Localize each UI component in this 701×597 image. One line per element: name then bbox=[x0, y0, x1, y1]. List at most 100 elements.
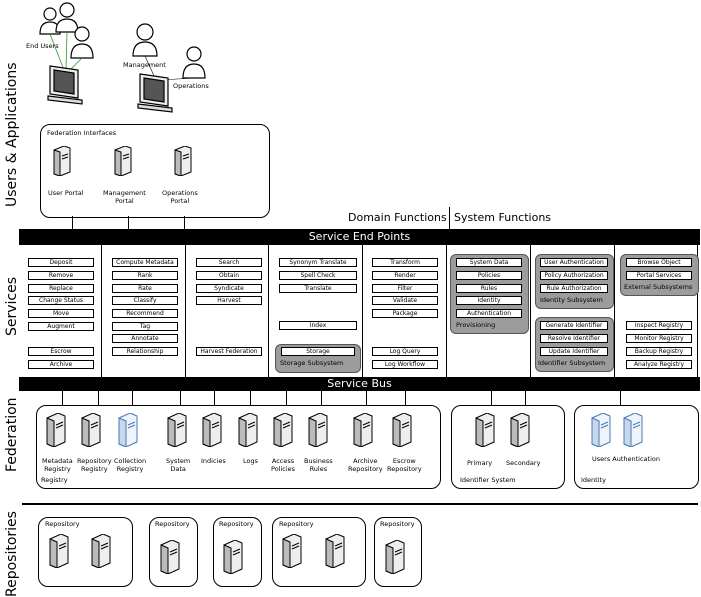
service-translate[interactable]: Translate bbox=[279, 284, 357, 293]
side-label-federation: Federation bbox=[4, 397, 20, 472]
fed-label-secondary: Secondary bbox=[506, 459, 541, 467]
service-package[interactable]: Package bbox=[372, 309, 438, 318]
fed-label-repository-registry: Repository Registry bbox=[77, 457, 112, 473]
system-functions-header: System Functions bbox=[454, 211, 552, 224]
service-rate[interactable]: Rate bbox=[112, 284, 178, 293]
service-obtain[interactable]: Obtain bbox=[196, 271, 262, 280]
service-augment[interactable]: Augment bbox=[28, 322, 94, 331]
service-analyze-registry[interactable]: Analyze Registry bbox=[626, 360, 692, 369]
repository-label: Repository bbox=[219, 520, 254, 528]
service-syndicate[interactable]: Syndicate bbox=[196, 284, 262, 293]
service-compute-metadata[interactable]: Compute Metadata bbox=[112, 258, 178, 267]
server-icon bbox=[46, 413, 66, 447]
server-icon bbox=[325, 534, 345, 568]
management-portal-label: Management Portal bbox=[103, 189, 146, 205]
section-divider bbox=[22, 503, 698, 505]
federation-interfaces-title: Federation Interfaces bbox=[47, 129, 117, 137]
service-inspect-registry[interactable]: Inspect Registry bbox=[626, 321, 692, 330]
service-transform[interactable]: Transform bbox=[372, 258, 438, 267]
repository-label: Repository bbox=[45, 520, 80, 528]
service-log-workflow[interactable]: Log Workflow bbox=[372, 360, 438, 369]
repository-label: Repository bbox=[279, 520, 314, 528]
service-spell-check[interactable]: Spell Check bbox=[279, 271, 357, 280]
server-icon bbox=[623, 413, 643, 447]
service-index[interactable]: Index bbox=[279, 321, 357, 330]
operations-label: Operations bbox=[173, 82, 209, 90]
service-portal-services[interactable]: Portal Services bbox=[626, 271, 692, 280]
service-search[interactable]: Search bbox=[196, 258, 262, 267]
service-filter[interactable]: Filter bbox=[372, 284, 438, 293]
service-rules[interactable]: Rules bbox=[456, 284, 522, 293]
service-backup-registry[interactable]: Backup Registry bbox=[626, 347, 692, 356]
repository-panel: Repository bbox=[38, 517, 133, 587]
fed-label-access-policies: Access Policies bbox=[271, 457, 296, 473]
service-monitor-registry[interactable]: Monitor Registry bbox=[626, 334, 692, 343]
fed-label-indicies: Indicies bbox=[201, 457, 226, 465]
server-icon bbox=[591, 413, 611, 447]
service-rank[interactable]: Rank bbox=[112, 271, 178, 280]
server-icon bbox=[392, 413, 412, 447]
server-icon bbox=[167, 413, 187, 447]
service-identity[interactable]: Identity bbox=[456, 296, 522, 305]
side-label-repositories: Repositories bbox=[4, 511, 20, 597]
service-resolve-identifier[interactable]: Resolve Identifier bbox=[540, 334, 608, 343]
service-render[interactable]: Render bbox=[372, 271, 438, 280]
service-remove[interactable]: Remove bbox=[28, 271, 94, 280]
fed-label-primary: Primary bbox=[467, 459, 493, 467]
repository-label: Repository bbox=[155, 520, 190, 528]
service-archive[interactable]: Archive bbox=[28, 360, 94, 369]
server-icon bbox=[308, 413, 328, 447]
service-policy-authorization[interactable]: Policy Authorization bbox=[540, 271, 608, 280]
end-users-label: End Users bbox=[26, 42, 59, 50]
service-recommend[interactable]: Recommend bbox=[112, 309, 178, 318]
service-user-authentication[interactable]: User Authentication bbox=[540, 258, 608, 267]
service-classify[interactable]: Classify bbox=[112, 296, 178, 305]
service-authentication[interactable]: Authentication bbox=[456, 309, 522, 318]
service-replace[interactable]: Replace bbox=[28, 284, 94, 293]
service-harvest-federation[interactable]: Harvest Federation bbox=[196, 347, 262, 356]
provisioning-label: Provisioning bbox=[456, 321, 496, 329]
side-label-users: Users & Applications bbox=[4, 62, 20, 207]
service-log-query[interactable]: Log Query bbox=[372, 347, 438, 356]
server-icon bbox=[385, 540, 405, 574]
service-system-data[interactable]: System Data bbox=[456, 258, 522, 267]
operations-portal-label: Operations Portal bbox=[162, 189, 198, 205]
service-generate-identifier[interactable]: Generate Identifier bbox=[540, 321, 608, 330]
service-tag[interactable]: Tag bbox=[112, 322, 178, 331]
service-annotate[interactable]: Annotate bbox=[112, 334, 178, 343]
fed-label-system-data: System Data bbox=[166, 457, 191, 473]
service-browse-object[interactable]: Browse Object bbox=[626, 258, 692, 267]
server-icon bbox=[160, 540, 180, 574]
service-bus-bar: Service Bus bbox=[19, 377, 700, 391]
server-icon bbox=[53, 146, 71, 176]
identifier-subsystem-label: Identifier Subsystem bbox=[538, 359, 606, 367]
server-icon bbox=[114, 146, 132, 176]
server-icon bbox=[91, 534, 111, 568]
server-icon bbox=[202, 413, 222, 447]
federation-interfaces-panel: Federation Interfaces bbox=[40, 124, 270, 218]
fed-label-business-rules: Business Rules bbox=[304, 457, 333, 473]
server-icon bbox=[49, 534, 69, 568]
service-rule-authorization[interactable]: Rule Authorization bbox=[540, 284, 608, 293]
fed-label-logs: Logs bbox=[243, 457, 258, 465]
repository-label: Repository bbox=[380, 520, 415, 528]
service-harvest[interactable]: Harvest bbox=[196, 296, 262, 305]
service-escrow[interactable]: Escrow bbox=[28, 347, 94, 356]
service-deposit[interactable]: Deposit bbox=[28, 258, 94, 267]
service-update-identifier[interactable]: Update Identifier bbox=[540, 347, 608, 356]
service-validate[interactable]: Validate bbox=[372, 296, 438, 305]
registry-label: Registry bbox=[41, 476, 68, 484]
identity-label: Identity bbox=[581, 476, 606, 484]
service-move[interactable]: Move bbox=[28, 309, 94, 318]
repository-panel: Repository bbox=[272, 517, 366, 587]
service-relationship[interactable]: Relationship bbox=[112, 347, 178, 356]
server-icon bbox=[174, 146, 192, 176]
fed-label-collection-registry: Collection Registry bbox=[114, 457, 147, 473]
service-change-status[interactable]: Change Status bbox=[28, 296, 94, 305]
service-synonym-translate[interactable]: Synonym Translate bbox=[279, 258, 357, 267]
service-policies[interactable]: Policies bbox=[456, 271, 522, 280]
identity-subsystem-label: Identity Subsystem bbox=[540, 296, 603, 304]
fed-label-archive-repository: Archive Repository bbox=[348, 457, 383, 473]
server-icon bbox=[118, 413, 138, 447]
service-storage[interactable]: Storage bbox=[281, 347, 355, 356]
